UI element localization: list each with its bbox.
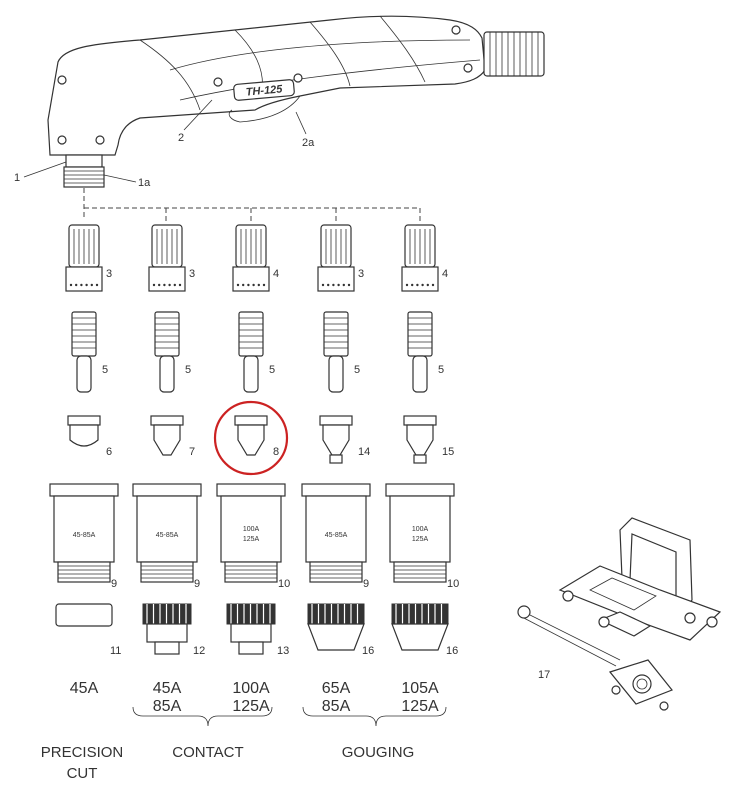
swirl-callout: 3: [358, 268, 364, 280]
bottom-part: [307, 603, 365, 651]
group-label-precision-line1: PRECISION: [41, 744, 124, 761]
electrode: [323, 311, 349, 393]
electrode-callout: 5: [354, 364, 360, 376]
bottom-callout: 16: [362, 645, 374, 657]
tip-callout: 6: [106, 446, 112, 458]
electrode-callout: 5: [269, 364, 275, 376]
bottom-callout: 13: [277, 645, 289, 657]
amperage-label: 100A: [232, 680, 270, 697]
swirl-ring: [65, 224, 103, 292]
swirl-callout: 4: [442, 268, 448, 280]
amperage-label: 85A: [153, 698, 182, 715]
bottom-callout: 16: [446, 645, 458, 657]
cup-callout: 9: [194, 578, 200, 590]
callout-1: 1: [14, 172, 20, 184]
electrode-callout: 5: [438, 364, 444, 376]
swirl-callout: 3: [106, 268, 112, 280]
amperage-label: 125A: [232, 698, 270, 715]
swirl-ring: [232, 224, 270, 292]
torch-body: TH-125: [47, 15, 545, 188]
cup-rating-text: 125A: [243, 536, 260, 543]
consumable-columns: 35645-85A91145A35745-85A91245A85A458100A…: [49, 224, 459, 715]
cup-rating-text: 100A: [412, 526, 429, 533]
bottom-part: [226, 603, 276, 655]
cup-rating-text: 100A: [243, 526, 260, 533]
callout-1a: 1a: [138, 177, 151, 189]
nozzle-tip: [319, 415, 353, 464]
highlight-circle: [213, 400, 289, 476]
tip-callout: 15: [442, 446, 454, 458]
nozzle-tip: [150, 415, 184, 456]
electrode: [71, 311, 97, 393]
tip-callout: 7: [189, 446, 195, 458]
bottom-part: [391, 603, 449, 651]
amperage-label: 65A: [322, 680, 351, 697]
shield-cup: [216, 483, 286, 583]
torch-badge-text: TH-125: [245, 83, 283, 98]
callout-2a: 2a: [302, 137, 315, 149]
callout-17: 17: [538, 669, 550, 681]
shield-cup: [301, 483, 371, 583]
group-brackets: [132, 706, 447, 727]
swirl-callout: 3: [189, 268, 195, 280]
amperage-label: 105A: [401, 680, 439, 697]
tip-callout: 8: [273, 446, 279, 458]
nozzle-tip: [67, 415, 101, 447]
torch-callouts: 1 1a 2 2a: [14, 99, 315, 189]
shield-cup: [385, 483, 455, 583]
electrode: [238, 311, 264, 393]
bottom-part: [142, 603, 192, 655]
group-label-precision-line2: CUT: [67, 765, 98, 782]
cup-callout: 9: [111, 578, 117, 590]
cup-rating-text: 45-85A: [73, 532, 96, 539]
cup-rating-text: 45-85A: [325, 532, 348, 539]
swirl-ring: [401, 224, 439, 292]
electrode-callout: 5: [185, 364, 191, 376]
cup-rating-text: 125A: [412, 536, 429, 543]
column-c1: 3 5 6 45-85A 9 11 45A: [49, 224, 121, 697]
nozzle-tip: [403, 415, 437, 464]
nozzle-tip: [234, 415, 268, 456]
tip-callout: 14: [358, 446, 370, 458]
cup-rating-text: 45-85A: [156, 532, 179, 539]
dashed-connectors: [83, 188, 421, 222]
cable-connector: [483, 31, 545, 77]
cup-callout: 9: [363, 578, 369, 590]
electrode: [154, 311, 180, 393]
amperage-label: 45A: [70, 680, 99, 697]
shield-cup: [49, 483, 119, 583]
group-label-gouging: GOUGING: [342, 744, 415, 761]
swirl-ring: [148, 224, 186, 292]
swirl-callout: 4: [273, 268, 279, 280]
amperage-label: 125A: [401, 698, 439, 715]
swirl-ring: [317, 224, 355, 292]
amperage-label: 45A: [153, 680, 182, 697]
cup-callout: 10: [447, 578, 459, 590]
bottom-callout: 11: [110, 645, 121, 657]
torch-badge: [233, 79, 295, 101]
cutting-guide: [517, 517, 722, 711]
group-label-contact: CONTACT: [172, 744, 243, 761]
bottom-callout: 12: [193, 645, 205, 657]
electrode-callout: 5: [102, 364, 108, 376]
amperage-label: 85A: [322, 698, 351, 715]
screw-icons: [57, 25, 473, 145]
shield-cup: [132, 483, 202, 583]
bottom-part: [55, 603, 113, 627]
electrode: [407, 311, 433, 393]
cup-callout: 10: [278, 578, 290, 590]
callout-2: 2: [178, 132, 184, 144]
